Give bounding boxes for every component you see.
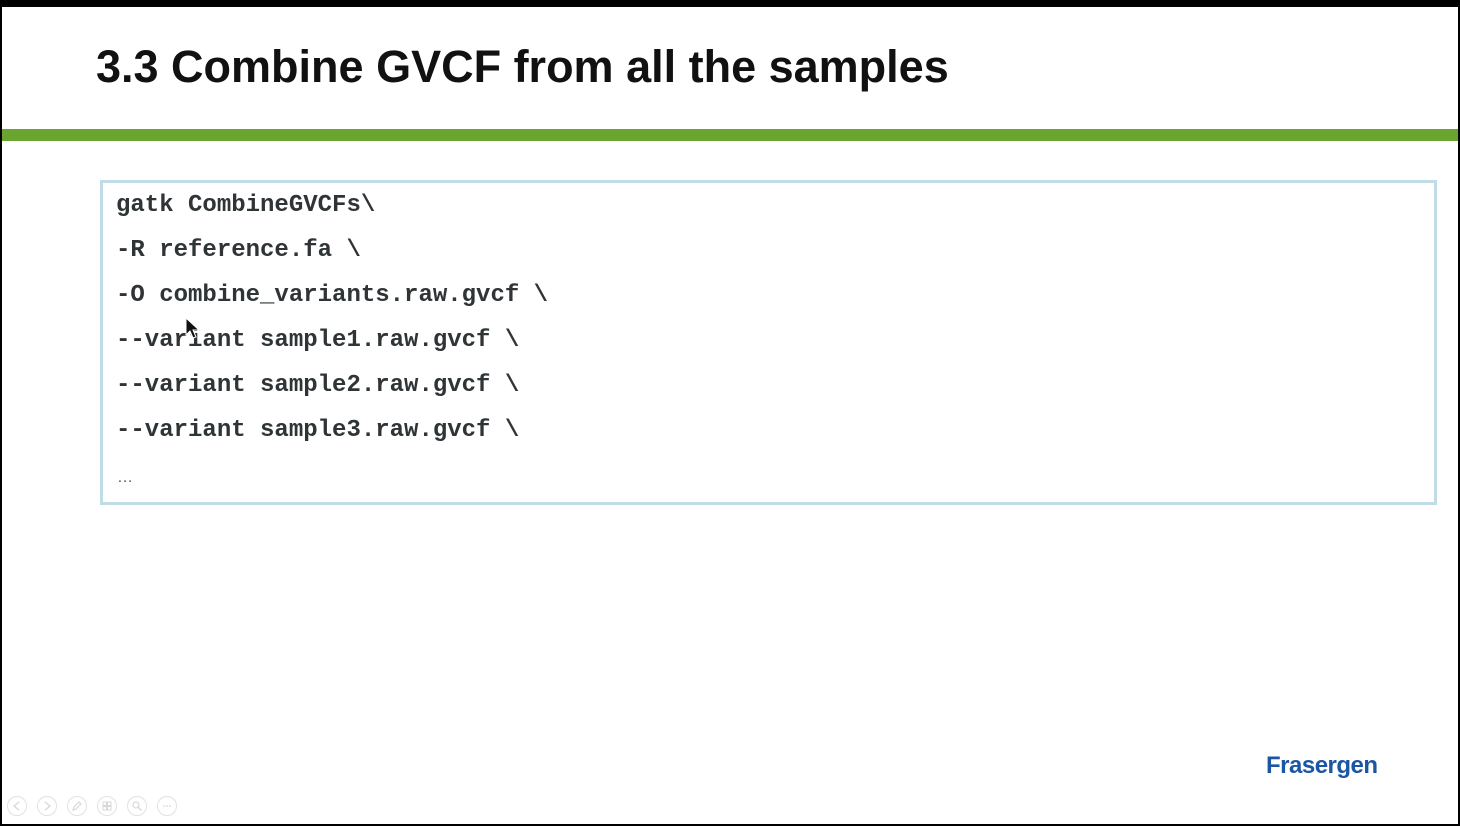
pen-icon[interactable]	[67, 796, 87, 816]
presentation-slide: 3.3 Combine GVCF from all the samples ga…	[2, 7, 1458, 824]
title-divider-bar	[2, 129, 1458, 141]
code-block: gatk CombineGVCFs\ -R reference.fa \ -O …	[100, 180, 1437, 505]
code-line: --variant sample2.raw.gvcf \	[116, 372, 520, 399]
slide-title: 3.3 Combine GVCF from all the samples	[96, 41, 949, 92]
mouse-cursor-icon	[185, 317, 201, 339]
code-line: --variant sample3.raw.gvcf \	[116, 417, 520, 444]
slideshow-toolbar	[7, 796, 177, 818]
code-line: --variant sample1.raw.gvcf \	[116, 327, 520, 354]
code-line: gatk CombineGVCFs\	[116, 192, 376, 219]
code-line: -O combine_variants.raw.gvcf \	[116, 282, 549, 309]
code-line: -R reference.fa \	[116, 237, 361, 264]
frasergen-logo: Frasergen	[1266, 752, 1378, 779]
more-options-icon[interactable]	[157, 796, 177, 816]
next-slide-icon[interactable]	[37, 796, 57, 816]
slides-grid-icon[interactable]	[97, 796, 117, 816]
code-ellipsis: …	[117, 469, 133, 486]
zoom-icon[interactable]	[127, 796, 147, 816]
previous-slide-icon[interactable]	[7, 796, 27, 816]
